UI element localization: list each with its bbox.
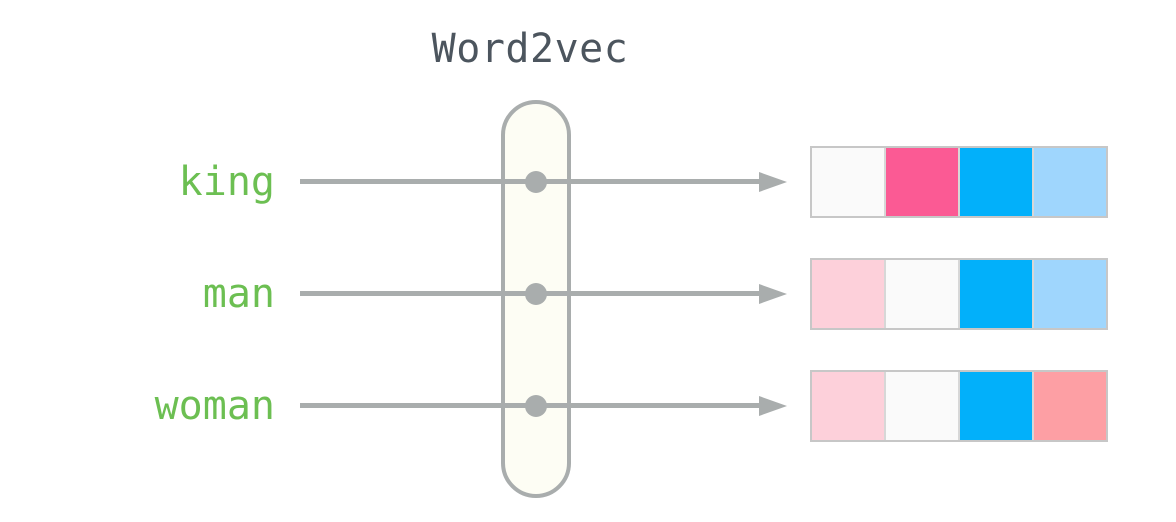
input-line-woman <box>300 403 536 408</box>
embedding-vector-king <box>810 146 1108 218</box>
vector-cell-dim-4 <box>1034 260 1106 328</box>
arrow-right-icon <box>759 172 787 192</box>
input-line-man <box>300 291 536 296</box>
vector-cell-dim-4 <box>1034 372 1106 440</box>
arrow-right-icon <box>759 396 787 416</box>
model-node-dot <box>525 283 547 305</box>
vector-cell-dim-2 <box>886 372 960 440</box>
embedding-vector-woman <box>810 370 1108 442</box>
input-line-king <box>300 179 536 184</box>
vector-cell-dim-3 <box>960 260 1034 328</box>
vector-cell-dim-3 <box>960 372 1034 440</box>
vector-cell-dim-3 <box>960 148 1034 216</box>
page-title: Word2vec <box>431 26 629 72</box>
word2vec-model-capsule <box>501 100 571 498</box>
vector-cell-dim-2 <box>886 260 960 328</box>
vector-cell-dim-4 <box>1034 148 1106 216</box>
word-label-woman: woman <box>154 383 275 429</box>
arrow-right-icon <box>759 284 787 304</box>
output-line-woman <box>536 403 759 408</box>
vector-cell-dim-1 <box>812 148 886 216</box>
model-node-dot <box>525 395 547 417</box>
vector-cell-dim-1 <box>812 372 886 440</box>
vector-cell-dim-2 <box>886 148 960 216</box>
output-line-man <box>536 291 759 296</box>
connector-row-king <box>0 170 1176 194</box>
word-label-man: man <box>202 271 275 317</box>
embedding-vector-man <box>810 258 1108 330</box>
output-line-king <box>536 179 759 184</box>
vector-cell-dim-1 <box>812 260 886 328</box>
connector-row-woman <box>0 394 1176 418</box>
connector-row-man <box>0 282 1176 306</box>
model-node-dot <box>525 171 547 193</box>
word-label-king: king <box>178 159 275 205</box>
